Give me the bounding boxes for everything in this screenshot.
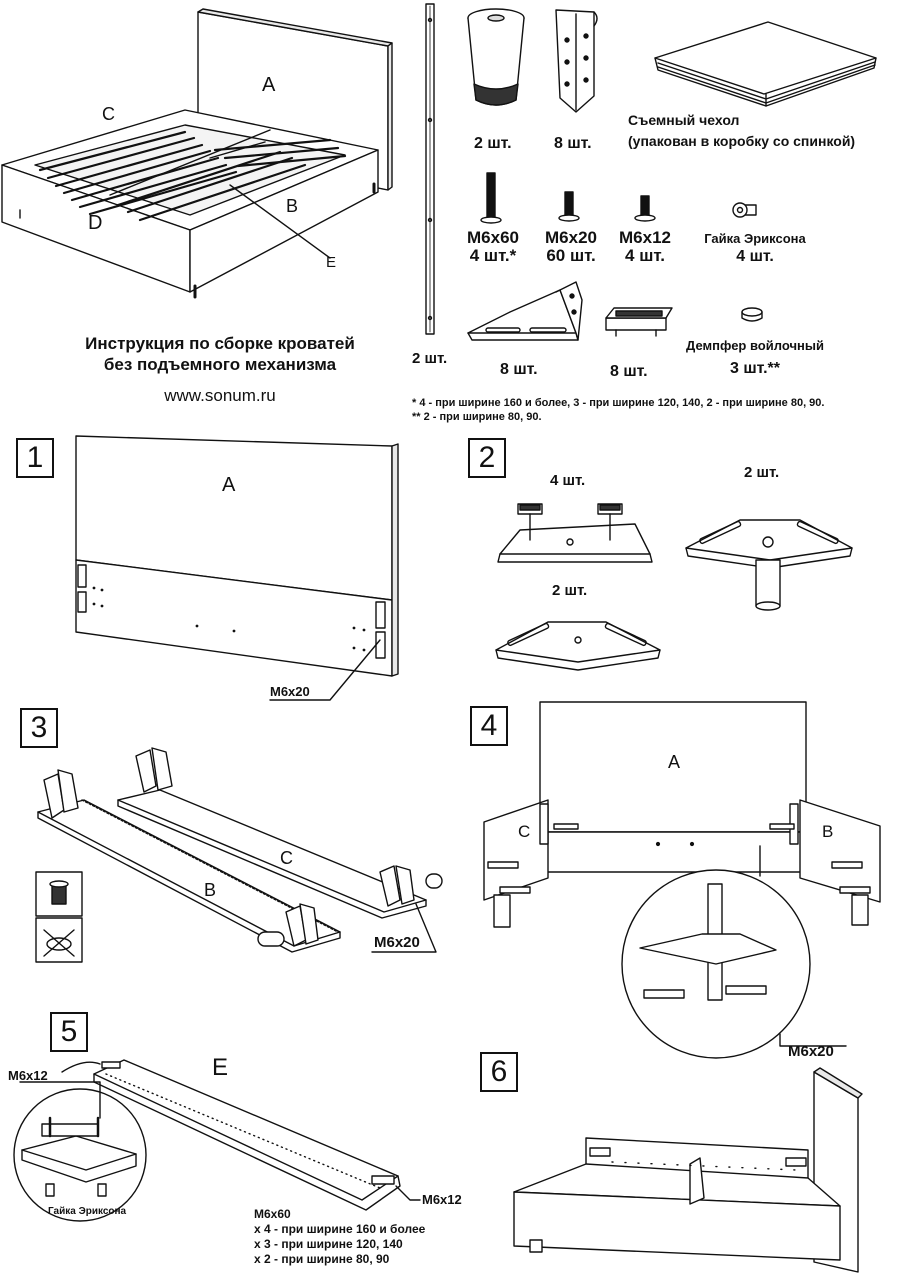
title-line2: без подъемного механизма: [103, 355, 337, 374]
bolt-m6x20-qty: 60 шт.: [546, 246, 596, 265]
damper-name: Демпфер войлочный: [686, 338, 824, 353]
bolt-m6x12-qty: 4 шт.: [625, 246, 665, 265]
corner-qty: 8 шт.: [500, 361, 538, 378]
nut-icon: [732, 202, 757, 218]
step2-qty-top-left: 4 шт.: [550, 472, 586, 489]
title-line1: Инструкция по сборке кроватей: [85, 334, 355, 353]
holder-qty: 8 шт.: [610, 363, 648, 380]
step-number-3: 3: [20, 708, 58, 748]
bolt-m6x60-qty: 4 шт.*: [469, 246, 517, 265]
bracket-icon: [555, 9, 598, 113]
step-number-5: 5: [50, 1012, 88, 1052]
corner-plate-icon: [467, 281, 583, 341]
step-number-1: 1: [16, 438, 54, 478]
step4-label-b: B: [822, 822, 834, 841]
step2-qty-bottom: 2 шт.: [552, 582, 588, 599]
step1-bolt: М6х20: [270, 684, 310, 699]
label-c: C: [102, 104, 115, 124]
step5-bolt-side: М6х12: [422, 1192, 462, 1207]
step5-label-e: E: [212, 1054, 229, 1081]
bracket-qty: 8 шт.: [554, 135, 592, 152]
step5-note-2: х 3 - при ширине 120, 140: [254, 1237, 403, 1251]
footnote-1: * 4 - при ширине 160 и более, 3 - при ши…: [412, 397, 825, 409]
step3-label-c: C: [280, 848, 293, 868]
cover-name: Съемный чехол: [628, 112, 740, 128]
step5-note-1: х 4 - при ширине 160 и более: [254, 1222, 426, 1236]
step2-drawing: [495, 503, 853, 671]
step5-nut: Гайка Эриксона: [48, 1206, 127, 1217]
allen-key-icon: [35, 871, 83, 917]
step5-note-3: х 2 - при ширине 80, 90: [254, 1252, 390, 1266]
label-a: A: [262, 74, 276, 96]
step5-drawing: [13, 1059, 421, 1222]
website: www.sonum.ru: [164, 386, 276, 405]
bed-frame-icon: [1, 8, 393, 299]
step4-bolt: М6х20: [788, 1043, 834, 1060]
step-number-4: 4: [470, 706, 508, 746]
step-number-2: 2: [468, 438, 506, 478]
step3-label-b: B: [204, 880, 217, 900]
step3-drawing: [37, 747, 443, 953]
label-b: B: [286, 196, 299, 216]
damper-qty: 3 шт.**: [729, 360, 780, 377]
slat-holder-icon: [605, 307, 673, 337]
step4-label-c: C: [518, 822, 531, 841]
cover-icon: [654, 21, 877, 107]
rail-icon: [425, 3, 435, 335]
label-d: D: [88, 212, 103, 234]
step1-drawing: [75, 435, 399, 701]
bolt-m6x12-size: М6х12: [619, 228, 671, 247]
step3-bolt: М6х20: [374, 934, 420, 951]
step-number-6: 6: [480, 1052, 518, 1092]
step1-label-a: A: [222, 474, 236, 496]
bolt-m6x60-size: М6х60: [467, 228, 519, 247]
bolt-icon: [480, 172, 656, 224]
step2-qty-top-right: 2 шт.: [744, 464, 780, 481]
cover-note: (упакован в коробку со спинкой): [628, 133, 856, 149]
damper-icon: [741, 307, 763, 322]
bolt-m6x20-size: М6х20: [545, 228, 597, 247]
rail-qty: 2 шт.: [412, 350, 448, 367]
nut-name: Гайка Эриксона: [704, 231, 806, 246]
leg-icon: [467, 8, 525, 106]
step5-bolt-long: М6х60: [254, 1207, 291, 1221]
step4-drawing: [483, 701, 881, 1059]
footnote-2: ** 2 - при ширине 80, 90.: [412, 411, 542, 423]
step4-label-a: A: [668, 752, 681, 772]
step6-drawing: [513, 1067, 863, 1273]
label-e: E: [326, 254, 337, 271]
nut-qty: 4 шт.: [736, 248, 774, 265]
no-drill-icon: [35, 917, 83, 963]
step5-bolt-top: М6х12: [8, 1068, 48, 1083]
leg-qty: 2 шт.: [474, 135, 512, 152]
